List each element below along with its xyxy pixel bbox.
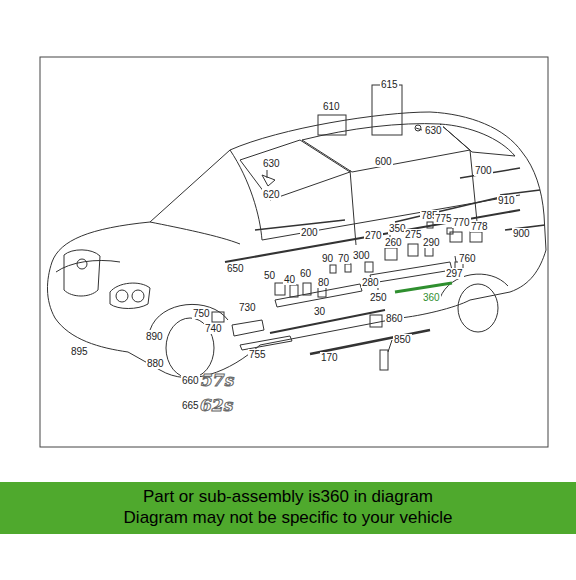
callout-number: 730 [238,302,257,313]
callout-number: 610 [322,101,341,112]
callout-number: 600 [374,156,393,167]
callout-number: 740 [204,323,223,334]
callout-number: 650 [226,263,245,274]
callout-number: 850 [393,334,412,345]
callout-number: 860 [385,313,404,324]
callout-number: 30 [313,306,326,317]
callout-number: 910 [497,195,516,206]
callout-number: 170 [320,352,339,363]
callout-number: 665 [181,400,200,411]
callout-number: 60 [299,268,312,279]
callout-number: 750 [192,308,211,319]
callout-number: 890 [145,331,164,342]
callout-number: 660 [181,375,200,386]
callout-number: 50 [263,270,276,281]
callout-number: 80 [317,277,330,288]
callout-number: 270 [364,230,383,241]
callout-number: 290 [422,237,441,248]
callout-number: 260 [384,237,403,248]
callout-number: 760 [458,253,477,264]
callout-number: 770 [452,217,471,228]
callout-number: 280 [361,277,380,288]
callout-number: 70 [337,253,350,264]
info-band: Part or sub-assembly is360 in diagramDia… [0,482,576,534]
callout-number: 90 [321,253,334,264]
callout-number: 900 [512,228,531,239]
callout-number: 630 [424,125,443,136]
callout-number: 755 [248,349,267,360]
callout-number: 40 [283,274,296,285]
callout-number: 775 [434,213,453,224]
callout-number: 700 [474,165,493,176]
info-text: Part or sub-assembly is360 in diagram [0,486,576,507]
callout-number: 360 [422,292,441,303]
info-text: Diagram may not be specific to your vehi… [0,507,576,528]
callout-number: 615 [380,79,399,90]
callout-number: 880 [146,358,165,369]
model-badge: 57s [200,371,235,389]
callout-number: 250 [369,292,388,303]
callout-number: 895 [70,346,89,357]
callout-number: 300 [352,250,371,261]
model-badge: 62s [199,396,234,414]
callout-number: 275 [404,229,423,240]
callout-number: 200 [300,227,319,238]
callout-number: 630 [262,158,281,169]
callout-number: 620 [262,189,281,200]
callout-number: 297 [445,268,464,279]
callout-number: 778 [470,221,489,232]
